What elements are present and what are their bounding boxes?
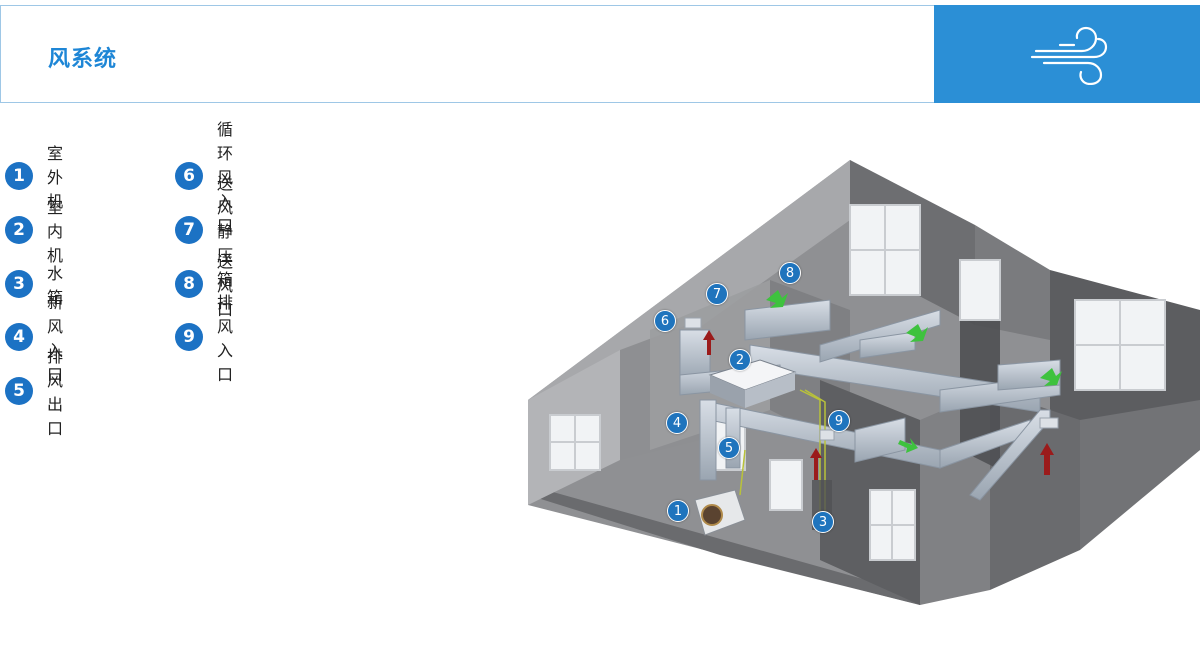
legend-number-badge: 6 xyxy=(175,162,203,190)
legend-item-8: 8 送风口 xyxy=(175,252,234,319)
supply-arrow xyxy=(1040,368,1062,386)
legend-item-1: 1 室外机 xyxy=(5,144,64,211)
legend-label: 送风静压箱 xyxy=(217,174,235,289)
legend-label: 送风口 xyxy=(217,252,235,319)
supply-arrow xyxy=(906,324,928,342)
legend-item-5: 5 排风出口 xyxy=(5,347,64,438)
legend-label: 排风入口 xyxy=(217,293,235,384)
wind-icon xyxy=(1030,26,1108,85)
air-grille xyxy=(1039,417,1059,429)
legend-item-4: 4 新风入口 xyxy=(5,293,64,384)
legend-label: 室内机 xyxy=(47,198,65,265)
page-title: 风系统 xyxy=(48,47,118,72)
legend-number-badge: 2 xyxy=(5,216,33,244)
legend-item-3: 3 水箱 xyxy=(5,264,64,307)
diagram-marker-7: 7 xyxy=(706,283,728,305)
air-grille xyxy=(684,317,702,329)
return-arrow xyxy=(703,330,715,355)
supply-arrow xyxy=(898,438,918,453)
legend-item-2: 2 室内机 xyxy=(5,198,64,265)
diagram-marker-6: 6 xyxy=(654,310,676,332)
supply-duct xyxy=(819,309,941,363)
legend-item-9: 9 排风入口 xyxy=(175,293,234,384)
legend-number-badge: 5 xyxy=(5,377,33,405)
diagram-marker-4: 4 xyxy=(666,412,688,434)
air-grille xyxy=(819,429,835,441)
legend-label: 新风入口 xyxy=(47,293,65,384)
window xyxy=(959,259,1001,321)
legend-label: 循环风入口 xyxy=(217,120,235,235)
house-cutaway-drawing xyxy=(528,160,1200,605)
supply-box xyxy=(859,331,916,359)
legend-label: 排风出口 xyxy=(47,347,65,438)
supply-arrow xyxy=(766,290,788,308)
diagram-marker-9: 9 xyxy=(828,410,850,432)
diagram-marker-5: 5 xyxy=(718,437,740,459)
supply-box xyxy=(854,417,906,463)
return-arrow xyxy=(1040,443,1054,475)
house-ventilation-illustration: 1 2 3 4 5 6 7 8 9 xyxy=(520,150,1200,610)
legend-number-badge: 1 xyxy=(5,162,33,190)
supply-plenum xyxy=(744,299,831,341)
return-arrow xyxy=(810,448,822,480)
diagram-marker-3: 3 xyxy=(812,511,834,533)
diagram-marker-1: 1 xyxy=(667,500,689,522)
legend-number-badge: 9 xyxy=(175,323,203,351)
window xyxy=(769,459,803,511)
legend-label: 水箱 xyxy=(47,264,65,307)
legend-number-badge: 7 xyxy=(175,216,203,244)
legend-item-7: 7 送风静压箱 xyxy=(175,174,234,289)
legend-number-badge: 3 xyxy=(5,270,33,298)
legend-label: 室外机 xyxy=(47,144,65,211)
legend-number-badge: 4 xyxy=(5,323,33,351)
page-header: 风系统 xyxy=(0,5,1200,103)
diagram-marker-2: 2 xyxy=(729,349,751,371)
legend-number-badge: 8 xyxy=(175,270,203,298)
diagram-marker-8: 8 xyxy=(779,262,801,284)
outdoor-unit-fan xyxy=(701,504,723,526)
legend-item-6: 6 循环风入口 xyxy=(175,120,234,235)
duct-run xyxy=(969,409,1051,501)
supply-box xyxy=(997,359,1061,391)
header-icon-panel xyxy=(934,5,1200,103)
